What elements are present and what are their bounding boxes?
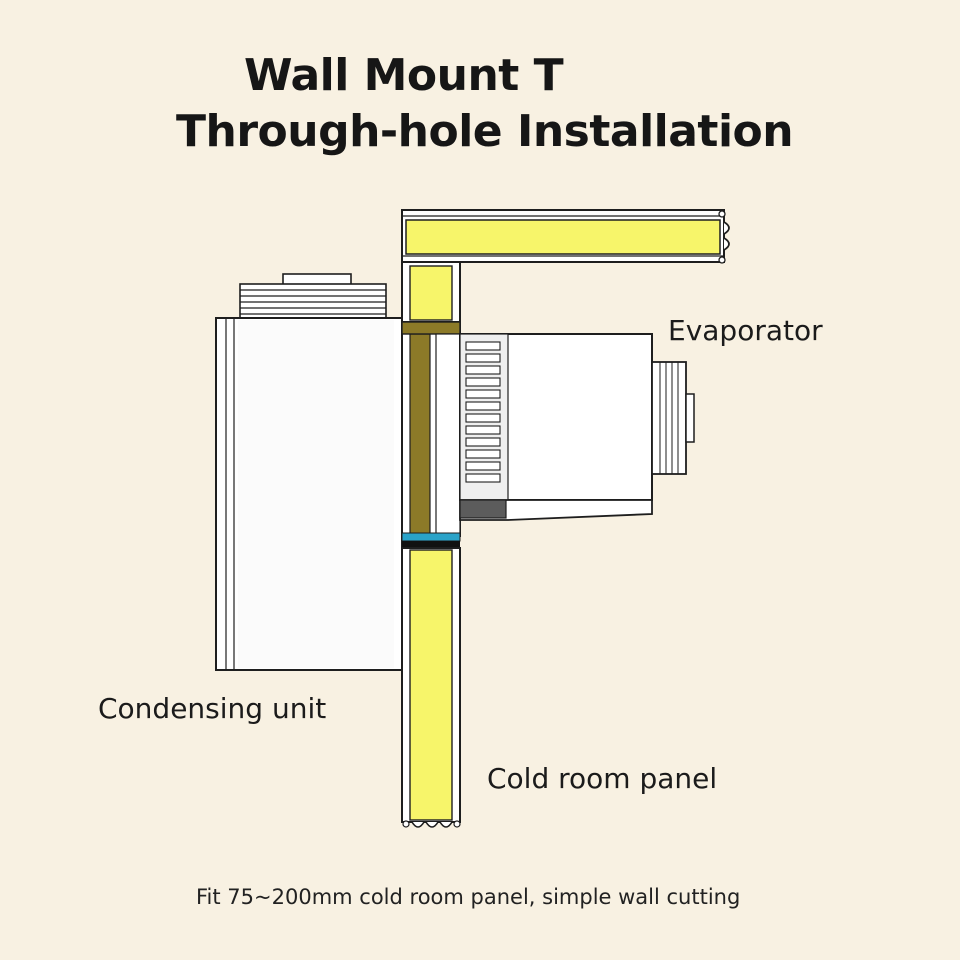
evaporator-label: Evaporator — [668, 314, 823, 347]
wall-panel — [401, 261, 461, 828]
ceiling-panel — [401, 209, 730, 264]
title-line-2: Through-hole Installation — [176, 106, 794, 157]
evaporator-grille — [465, 341, 501, 483]
condensing-unit-label: Condensing unit — [98, 692, 327, 725]
caption-text: Fit 75~200mm cold room panel, simple wal… — [196, 885, 741, 909]
title-line-1: Wall Mount T — [244, 50, 564, 101]
condensing-unit — [215, 273, 403, 671]
cold-room-panel-label: Cold room panel — [487, 762, 718, 795]
evaporator-unit — [459, 333, 695, 521]
